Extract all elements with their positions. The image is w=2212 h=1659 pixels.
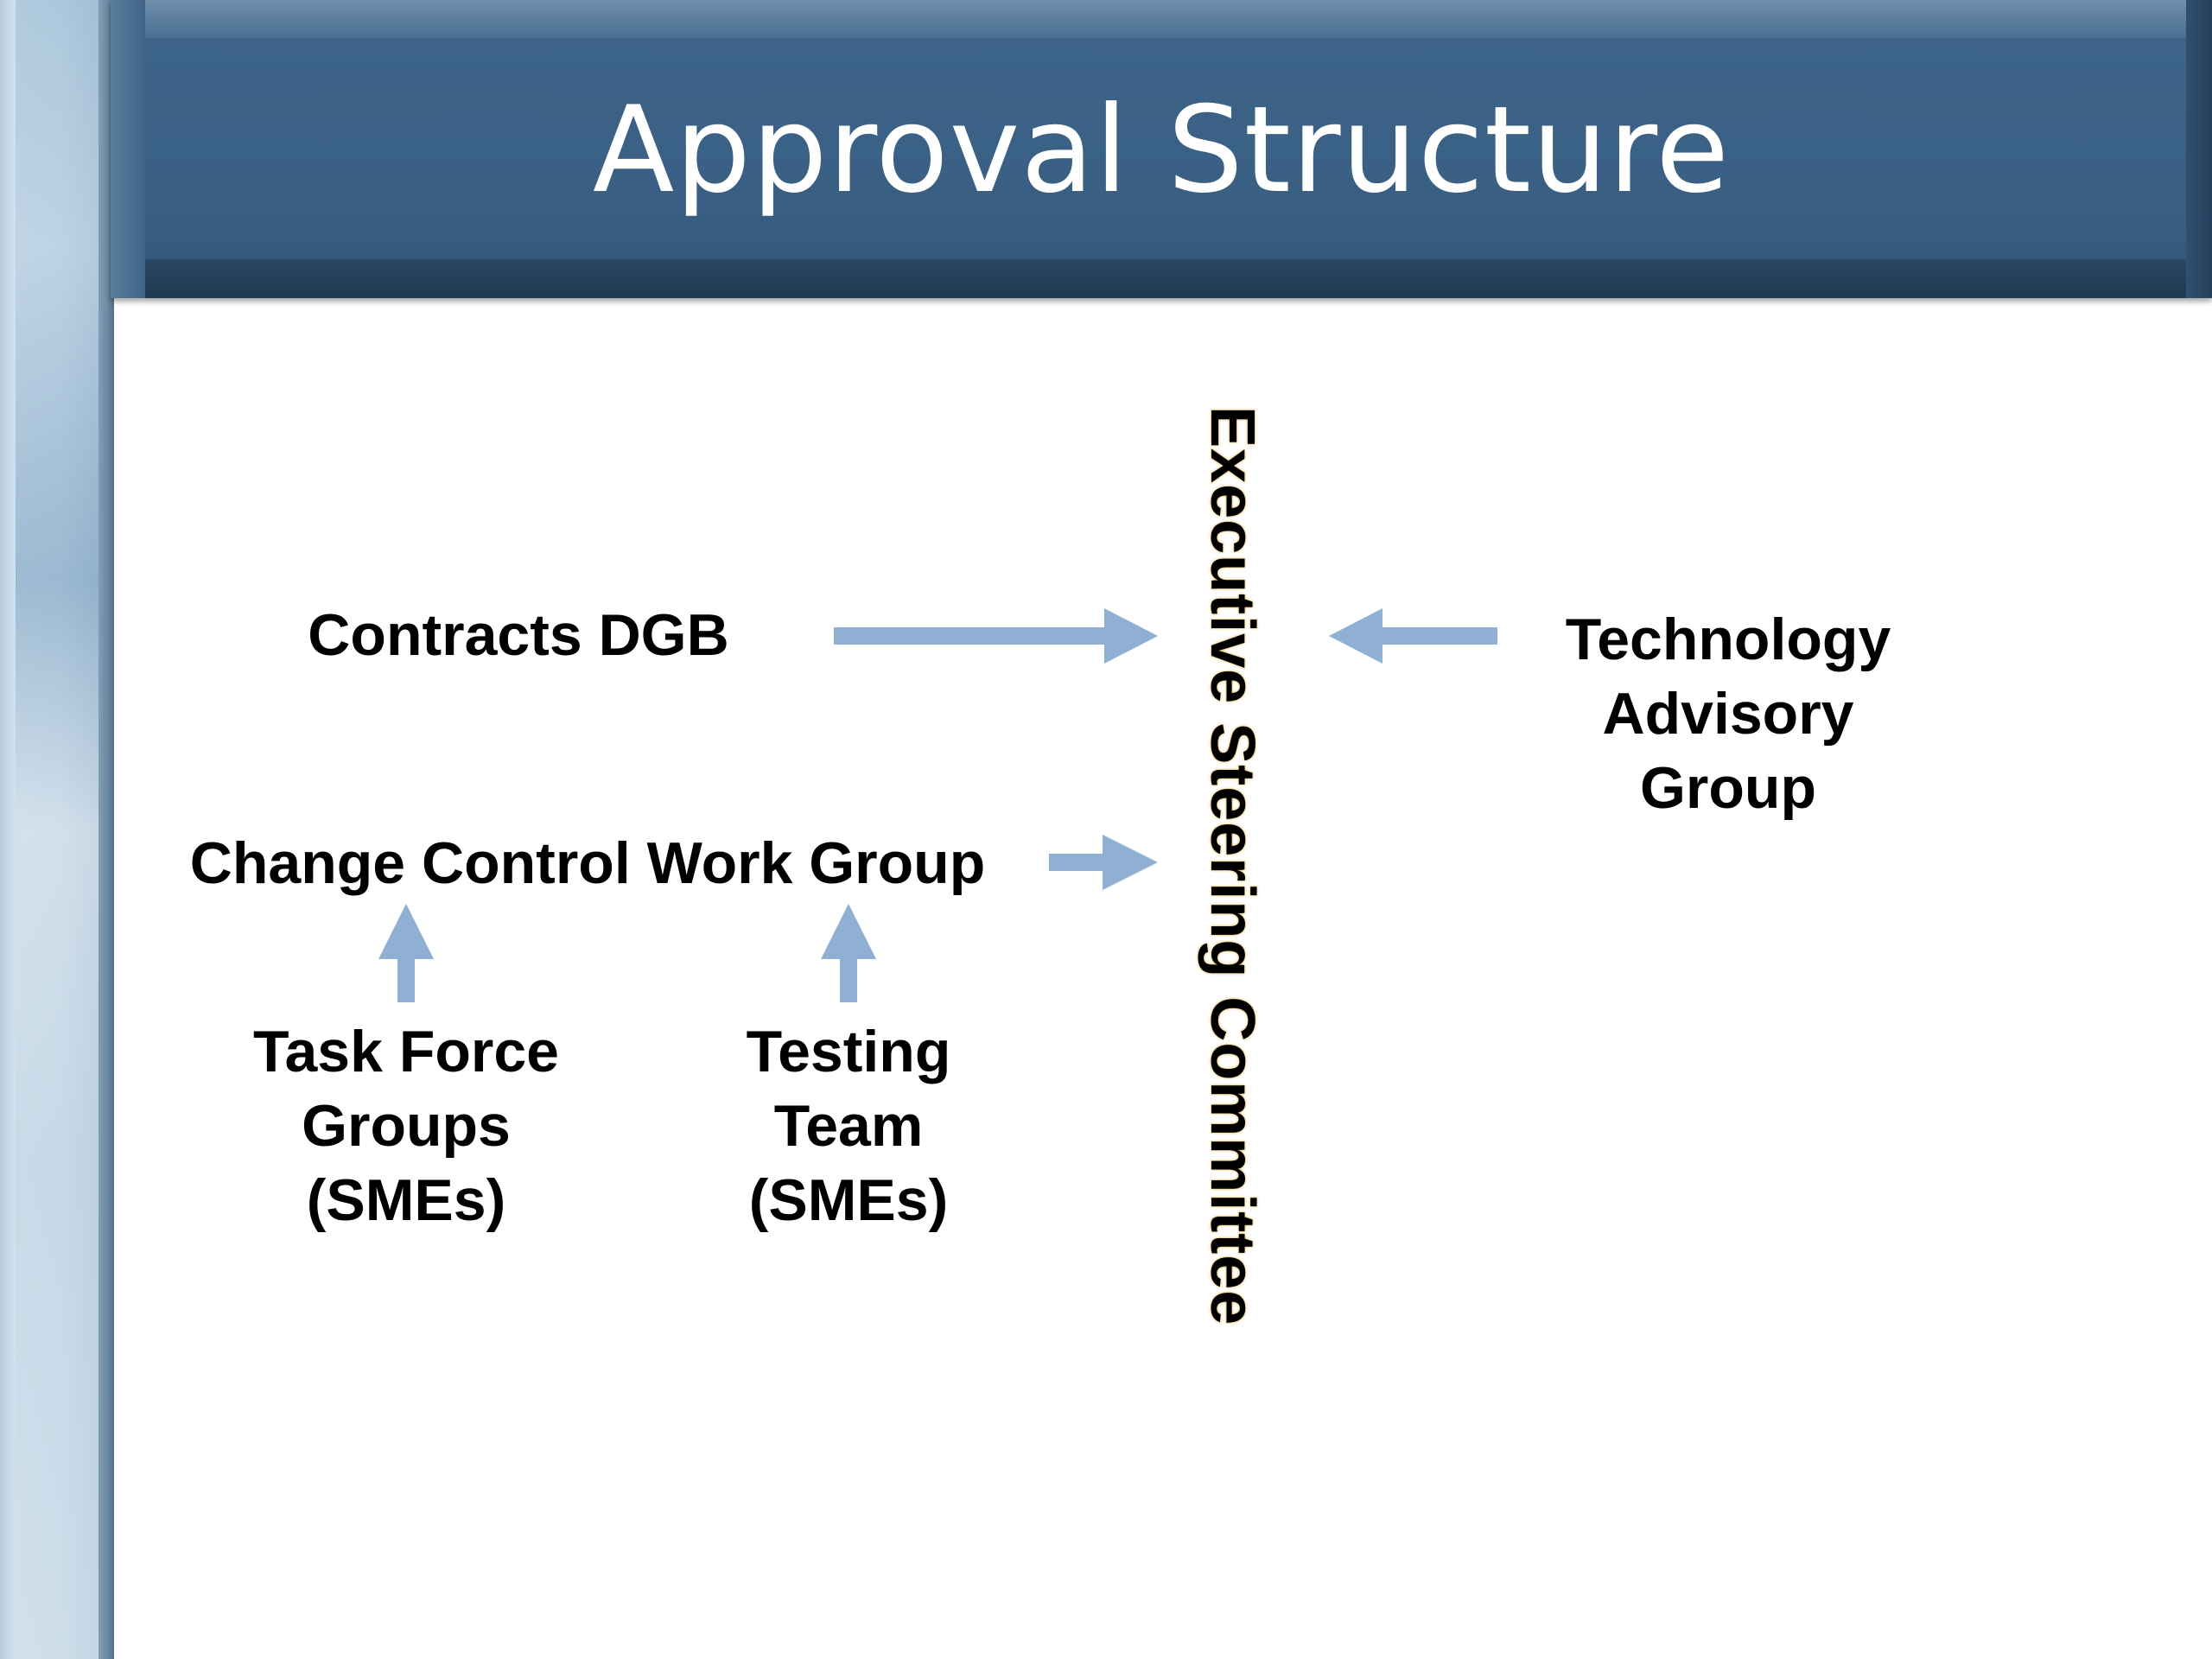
left-decorative-bar [0,0,114,1659]
arrow-task-force-to-change-control [378,904,434,1002]
task-force-groups-node: Task Force Groups (SMEs) [190,1014,622,1237]
executive-steering-committee-node: Executive Steering Committee [1198,406,1267,1512]
technology-advisory-group-node: Technology Advisory Group [1503,602,1953,825]
testing-label-line-3: (SMEs) [748,1167,949,1233]
task-force-label-line-3: (SMEs) [306,1167,506,1233]
technology-label-line-1: Technology [1565,607,1891,672]
arrow-shaft [834,627,1115,645]
arrow-contracts-to-executive [834,608,1158,664]
arrow-head [821,904,876,959]
arrow-technology-to-executive [1329,608,1497,664]
arrow-head [1103,835,1158,890]
title-banner: Approval Structure [111,0,2212,298]
banner-face [145,38,2186,259]
arrow-testing-to-change-control [821,904,876,1002]
technology-label-line-3: Group [1640,755,1816,821]
banner-bevel-top [111,0,2212,38]
contracts-dgb-node: Contracts DGB [285,598,752,672]
testing-label-line-1: Testing [746,1019,951,1084]
slide-title: Approval Structure [592,80,1731,219]
executive-steering-committee-label: Executive Steering Committee [1198,406,1267,1326]
change-control-label: Change Control Work Group [189,830,986,896]
arrow-head [1329,608,1382,664]
contracts-dgb-label: Contracts DGB [308,602,729,668]
arrow-head [1104,608,1158,664]
testing-label-line-2: Team [773,1093,924,1159]
arrow-change-control-to-executive [1049,835,1158,890]
arrow-shaft [1049,854,1109,871]
arrow-shaft [1374,627,1497,645]
banner-bevel-right [2186,0,2212,298]
technology-label-line-2: Advisory [1602,681,1854,747]
arrow-shaft [840,950,857,1002]
left-bar-highlight [16,0,99,1659]
banner-bevel-bottom [111,259,2212,298]
change-control-work-group-node: Change Control Work Group [156,826,1020,900]
task-force-label-line-1: Task Force [252,1019,559,1084]
testing-team-node: Testing Team (SMEs) [676,1014,1021,1237]
banner-bevel-left [111,0,145,298]
task-force-label-line-2: Groups [302,1093,511,1159]
arrow-shaft [397,950,415,1002]
arrow-head [378,904,434,959]
